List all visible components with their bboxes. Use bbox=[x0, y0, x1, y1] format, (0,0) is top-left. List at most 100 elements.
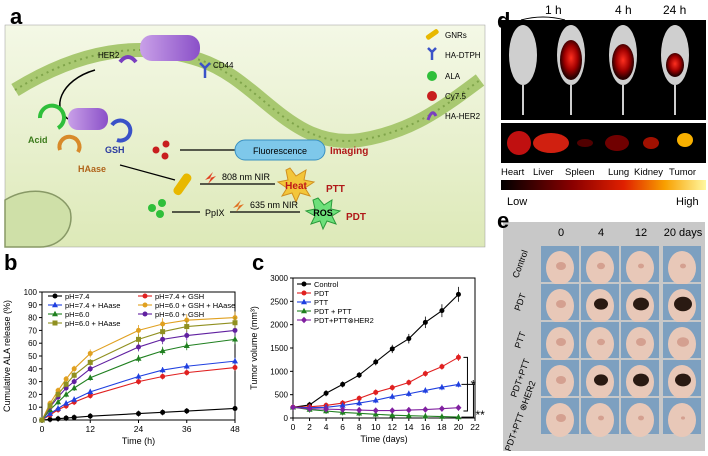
haase-label: HAase bbox=[78, 164, 106, 174]
ros-starburst bbox=[304, 197, 342, 231]
y-tick-label: 0 bbox=[284, 414, 289, 423]
legend-label: pH=6.0 + HAase bbox=[65, 319, 120, 328]
tumor-site bbox=[556, 338, 566, 346]
x-tick-label: 48 bbox=[230, 424, 240, 434]
legend-gnrs: GNRs bbox=[445, 31, 467, 40]
y-tick-label: 40 bbox=[28, 365, 37, 374]
organ-tumor-signal bbox=[677, 133, 693, 147]
tumor-site bbox=[636, 338, 646, 346]
day-label: 12 bbox=[635, 227, 647, 239]
gnr-icon bbox=[173, 173, 192, 196]
data-point bbox=[63, 400, 70, 406]
x-tick-label: 0 bbox=[40, 424, 45, 434]
organ-lung-label: Lung bbox=[608, 167, 629, 178]
legend-label: pH=6.0 + GSH + HAase bbox=[155, 301, 235, 310]
data-point bbox=[52, 320, 58, 326]
tumor-site bbox=[638, 415, 644, 421]
data-point bbox=[47, 403, 53, 409]
data-point bbox=[301, 316, 307, 324]
organ-liver-signal bbox=[533, 133, 569, 153]
data-point bbox=[159, 347, 166, 354]
nanoparticle-icon bbox=[140, 35, 200, 61]
data-point bbox=[87, 413, 93, 419]
series-line bbox=[41, 317, 236, 421]
ros-label: ROS bbox=[313, 208, 333, 218]
ala-dot bbox=[156, 210, 164, 218]
data-point bbox=[87, 350, 93, 356]
legend-label: pH=6.0 + GSH bbox=[155, 310, 204, 319]
series-line bbox=[41, 322, 236, 421]
tumor-site bbox=[674, 296, 692, 312]
legend-label: pH=7.4 + HAase bbox=[65, 301, 120, 310]
data-point bbox=[136, 327, 141, 333]
y-axis-label: Tumor volume (mm³) bbox=[249, 306, 259, 390]
data-point bbox=[52, 310, 58, 317]
data-point bbox=[71, 379, 77, 385]
tumor-site bbox=[556, 262, 566, 270]
data-point bbox=[422, 412, 429, 419]
cd44-label: CD44 bbox=[213, 61, 234, 70]
tumor-site bbox=[633, 373, 649, 387]
data-point bbox=[372, 411, 379, 417]
release-arrow bbox=[119, 164, 176, 181]
data-point bbox=[405, 412, 412, 418]
panel-label-e: e bbox=[497, 208, 510, 233]
data-point bbox=[63, 385, 69, 391]
tumor-site bbox=[598, 415, 604, 421]
data-point bbox=[373, 389, 379, 395]
data-point bbox=[439, 308, 445, 314]
data-point bbox=[405, 406, 412, 414]
x-axis-label: Time (days) bbox=[360, 434, 407, 444]
data-point bbox=[184, 408, 190, 414]
data-point bbox=[63, 381, 69, 387]
data-point bbox=[184, 370, 190, 376]
data-point bbox=[356, 399, 363, 406]
timepoint-24h: 24 h bbox=[663, 3, 686, 17]
data-point bbox=[389, 385, 395, 391]
series-line bbox=[41, 329, 236, 421]
data-point bbox=[232, 405, 238, 411]
data-point bbox=[63, 376, 69, 382]
data-point bbox=[142, 311, 148, 317]
y-tick-label: 100 bbox=[24, 288, 38, 297]
data-point bbox=[136, 336, 141, 342]
data-point bbox=[232, 320, 238, 326]
y-tick-label: 2000 bbox=[270, 321, 288, 330]
panel-d-imaging: 1 h 4 h 24 h Heart Liver Spleen Lung Kid… bbox=[493, 0, 708, 210]
data-point bbox=[340, 381, 346, 387]
tumor-site bbox=[675, 373, 691, 387]
data-point bbox=[301, 281, 307, 287]
data-point bbox=[142, 293, 148, 299]
data-point bbox=[455, 404, 462, 411]
x-tick-label: 36 bbox=[182, 424, 192, 434]
x-tick-label: 12 bbox=[86, 424, 96, 434]
mouse-body bbox=[668, 403, 696, 437]
data-point bbox=[87, 393, 93, 399]
legend-label: pH=6.0 bbox=[65, 310, 89, 319]
data-point bbox=[87, 366, 93, 372]
data-point bbox=[71, 384, 78, 391]
data-point bbox=[339, 406, 346, 413]
pdt-label: PDT bbox=[346, 212, 366, 223]
data-point bbox=[389, 407, 396, 414]
y-linker-icon bbox=[427, 47, 437, 60]
fluorescence-cloud bbox=[234, 139, 326, 161]
panel-label-c: c bbox=[252, 250, 265, 275]
tumor-site bbox=[594, 374, 608, 386]
legend-ala: ALA bbox=[445, 72, 461, 81]
y-tick-label: 90 bbox=[28, 301, 37, 310]
tumor-site bbox=[677, 337, 689, 347]
data-point bbox=[55, 416, 61, 422]
nir-808-label: 808 nm NIR bbox=[222, 172, 271, 182]
cy75-dot bbox=[161, 152, 169, 160]
legend-label: pH=7.4 + GSH bbox=[155, 292, 204, 301]
y-axis-label: Cumulative ALA release (%) bbox=[2, 300, 12, 412]
data-point bbox=[135, 355, 142, 361]
day-label: 0 bbox=[558, 227, 564, 239]
fluorescence-label: Fluorescence bbox=[253, 146, 307, 156]
day-label: 4 bbox=[598, 227, 604, 239]
data-point bbox=[290, 404, 296, 411]
data-point bbox=[160, 336, 166, 342]
